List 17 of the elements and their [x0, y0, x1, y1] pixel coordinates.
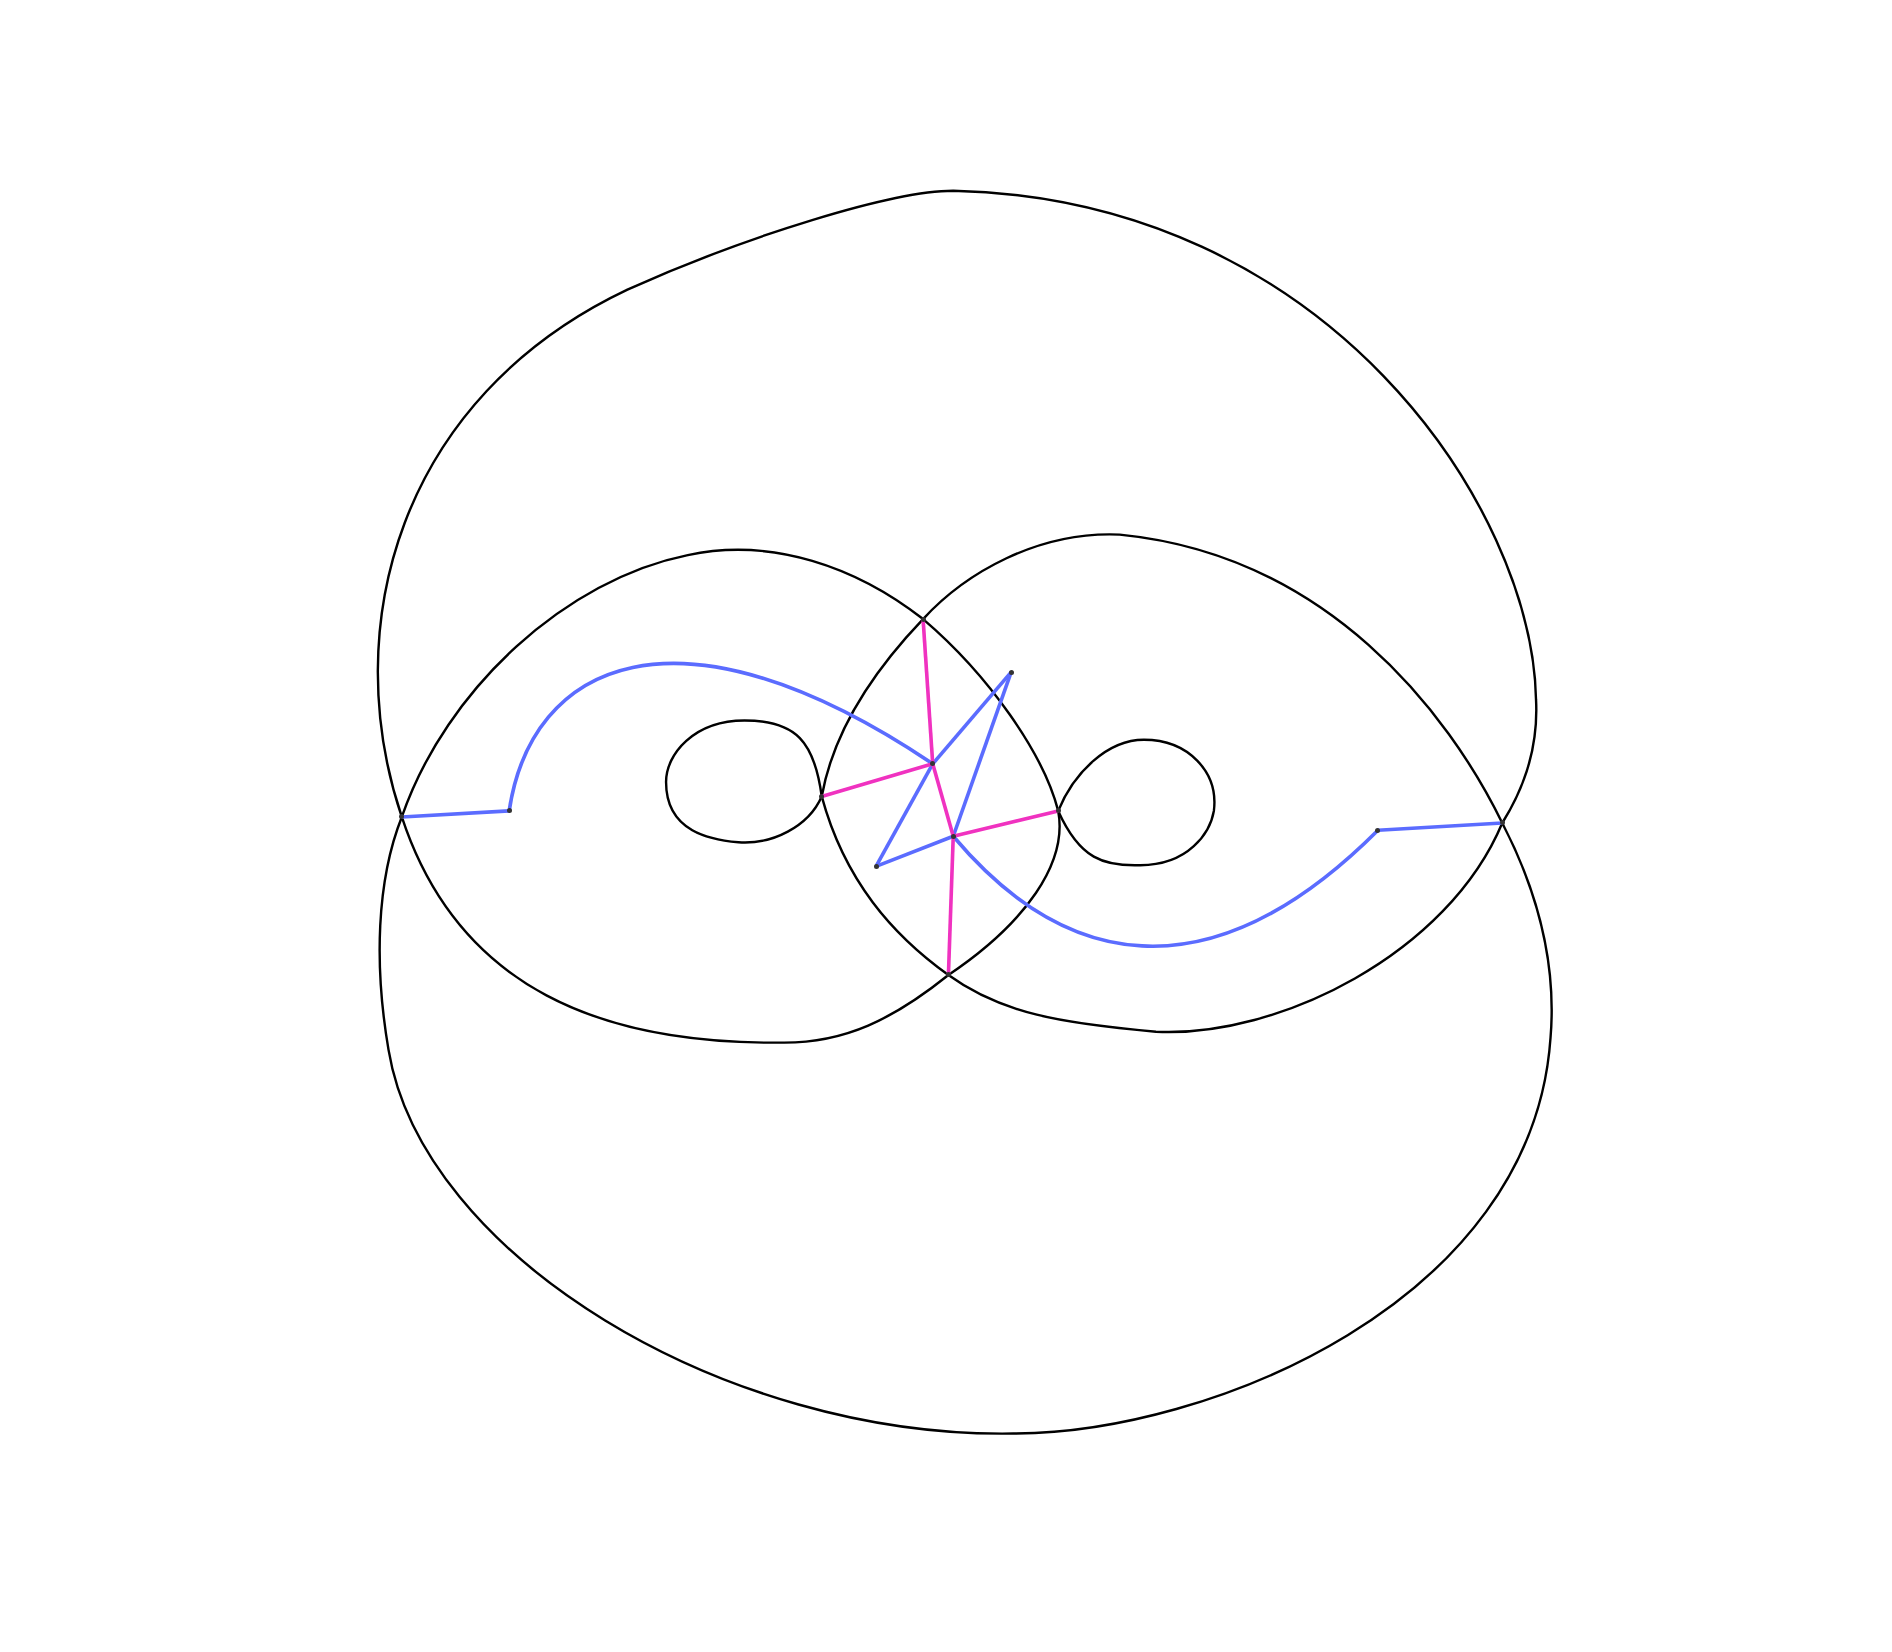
- vertex-dot: [1499, 820, 1505, 826]
- graph-edge: [951, 671, 1013, 837]
- graph-edge: [875, 834, 954, 869]
- vertex-dot: [506, 808, 512, 814]
- vertex-dot: [920, 616, 926, 622]
- vertex-dot: [399, 814, 405, 820]
- vertex-dot: [1375, 827, 1381, 833]
- graph-edge: [1377, 821, 1503, 833]
- vertex-dot: [950, 833, 956, 839]
- vertex-dot: [930, 761, 936, 767]
- vertex-dot: [1008, 669, 1014, 675]
- vertex-dot: [819, 793, 825, 799]
- vertex-dot: [873, 863, 879, 869]
- vertex-dot: [1055, 808, 1061, 814]
- graph-edge: [401, 809, 510, 819]
- vertex-dot: [945, 972, 951, 978]
- graph-edge: [931, 763, 955, 837]
